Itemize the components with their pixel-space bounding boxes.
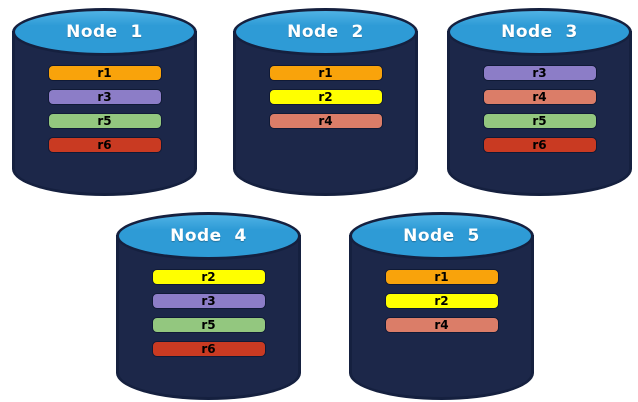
node-1-cylinder: Node 1 r1 r3 r5 r6 (12, 8, 197, 196)
replica-bar-r5: r5 (151, 317, 266, 333)
replica-bar-r3: r3 (482, 65, 597, 81)
node-3-cylinder: Node 3 r3 r4 r5 r6 (447, 8, 632, 196)
replica-bar-r4: r4 (384, 317, 499, 333)
cylinder-top: Node 1 (12, 8, 197, 56)
replica-bar-r5: r5 (47, 113, 162, 129)
node-5-cylinder: Node 5 r1 r2 r4 (349, 212, 534, 400)
replica-list: r2 r3 r5 r6 (151, 269, 266, 357)
cylinder-top: Node 3 (447, 8, 632, 56)
replica-bar-r1: r1 (384, 269, 499, 285)
replica-bar-r2: r2 (268, 89, 383, 105)
node-label: Node 3 (501, 22, 578, 42)
node-label: Node 5 (403, 226, 480, 246)
replica-bar-r1: r1 (47, 65, 162, 81)
node-label: Node 1 (66, 22, 143, 42)
replica-bar-r5: r5 (482, 113, 597, 129)
node-label: Node 2 (287, 22, 364, 42)
replica-bar-r6: r6 (151, 341, 266, 357)
replica-bar-r6: r6 (482, 137, 597, 153)
replica-bar-r4: r4 (268, 113, 383, 129)
cylinder-top: Node 2 (233, 8, 418, 56)
replica-bar-r2: r2 (384, 293, 499, 309)
node-2-cylinder: Node 2 r1 r2 r4 (233, 8, 418, 196)
cylinder-top: Node 5 (349, 212, 534, 260)
replica-bar-r1: r1 (268, 65, 383, 81)
node-label: Node 4 (170, 226, 247, 246)
replica-bar-r2: r2 (151, 269, 266, 285)
replica-list: r1 r2 r4 (384, 269, 499, 333)
node-4-cylinder: Node 4 r2 r3 r5 r6 (116, 212, 301, 400)
replica-list: r3 r4 r5 r6 (482, 65, 597, 153)
replica-bar-r3: r3 (151, 293, 266, 309)
replica-bar-r3: r3 (47, 89, 162, 105)
replica-bar-r6: r6 (47, 137, 162, 153)
replica-list: r1 r2 r4 (268, 65, 383, 129)
replica-list: r1 r3 r5 r6 (47, 65, 162, 153)
replica-bar-r4: r4 (482, 89, 597, 105)
cylinder-top: Node 4 (116, 212, 301, 260)
